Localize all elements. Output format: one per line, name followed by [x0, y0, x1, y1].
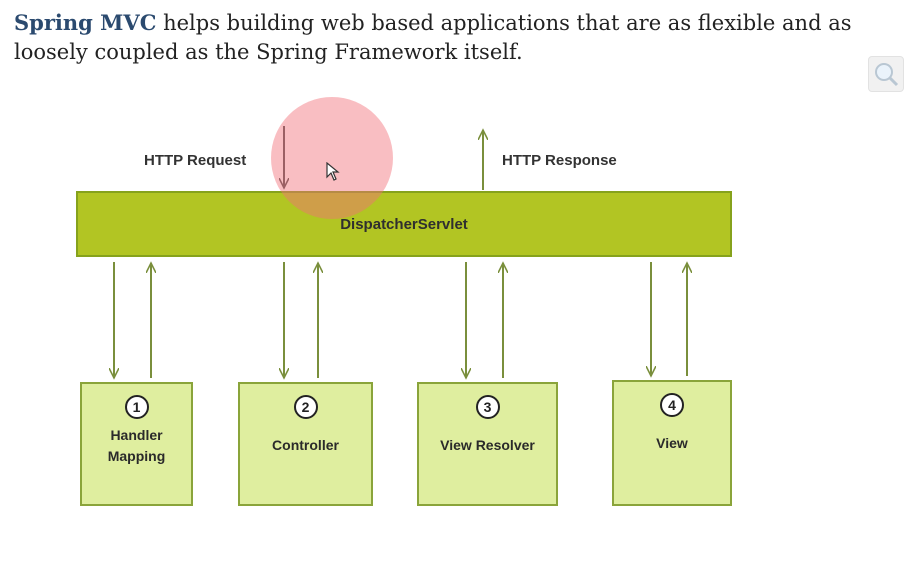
pointer-highlight	[271, 97, 393, 219]
brand-name: Spring MVC	[14, 10, 157, 35]
http-request-label: HTTP Request	[144, 152, 247, 169]
component-label: View	[656, 435, 688, 451]
dispatcher-servlet: DispatcherServlet	[76, 191, 732, 257]
step-number: 3	[475, 395, 500, 419]
component-box-controller: 2 Controller	[238, 382, 373, 506]
zoom-icon[interactable]	[868, 56, 904, 92]
step-number: 2	[293, 395, 318, 419]
intro-text: Spring MVC helps building web based appl…	[14, 8, 894, 67]
http-response-label: HTTP Response	[502, 152, 617, 169]
component-box-view: 4 View	[612, 380, 732, 506]
component-box-view-resolver: 3 View Resolver	[417, 382, 558, 506]
step-number: 4	[660, 393, 684, 417]
component-label: Controller	[272, 437, 339, 453]
mouse-pointer-icon	[326, 162, 340, 181]
step-number: 1	[124, 395, 149, 419]
component-label: View Resolver	[440, 437, 535, 453]
component-box-handler-mapping: 1 Handler Mapping	[80, 382, 193, 506]
component-label: Handler Mapping	[107, 427, 166, 464]
intro-body: helps building web based applications th…	[14, 11, 852, 64]
